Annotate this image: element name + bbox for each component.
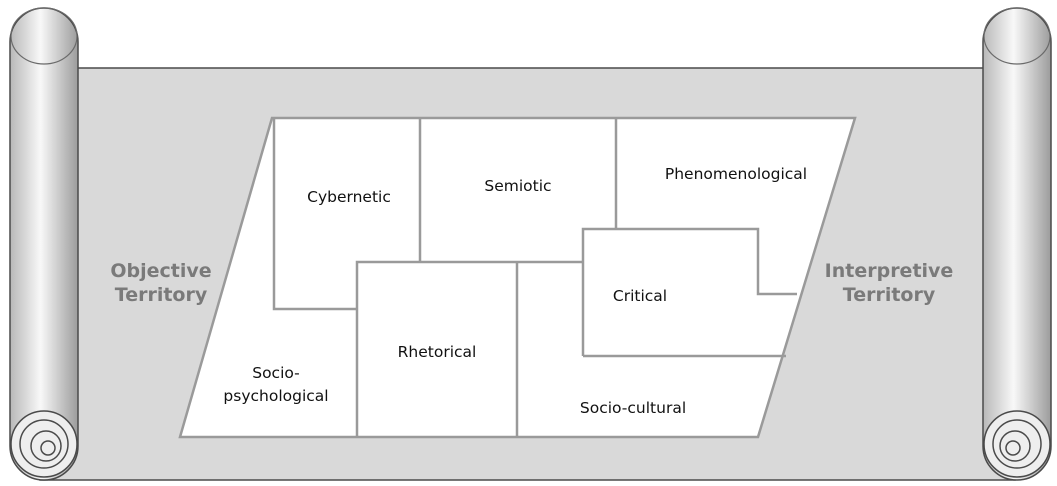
interpretive-territory-line2: Territory bbox=[843, 284, 936, 306]
region-label-rhetorical: Rhetorical bbox=[398, 343, 477, 361]
region-label-critical: Critical bbox=[613, 287, 667, 305]
cybernetic-boundary bbox=[272, 118, 357, 311]
interpretive-territory-line1: Interpretive bbox=[825, 260, 954, 282]
rhetorical-boundary bbox=[355, 260, 583, 437]
region-boundaries bbox=[272, 118, 797, 437]
region-label-phenomenological: Phenomenological bbox=[665, 165, 807, 183]
region-label-socio-psychological-line1: Socio- bbox=[252, 364, 300, 382]
right-scroll-spiral bbox=[983, 410, 1051, 478]
objective-territory-line1: Objective bbox=[110, 260, 211, 282]
region-label-cybernetic: Cybernetic bbox=[307, 188, 391, 206]
left-scroll-roll bbox=[9, 7, 79, 481]
left-scroll-spiral bbox=[10, 410, 78, 478]
critical-boundary bbox=[581, 227, 797, 356]
region-label-semiotic: Semiotic bbox=[484, 177, 551, 195]
region-label-socio-cultural: Socio-cultural bbox=[580, 399, 686, 417]
objective-territory-line2: Territory bbox=[115, 284, 208, 306]
right-scroll-roll bbox=[982, 7, 1052, 481]
region-label-socio-psychological-line2: psychological bbox=[223, 387, 328, 405]
